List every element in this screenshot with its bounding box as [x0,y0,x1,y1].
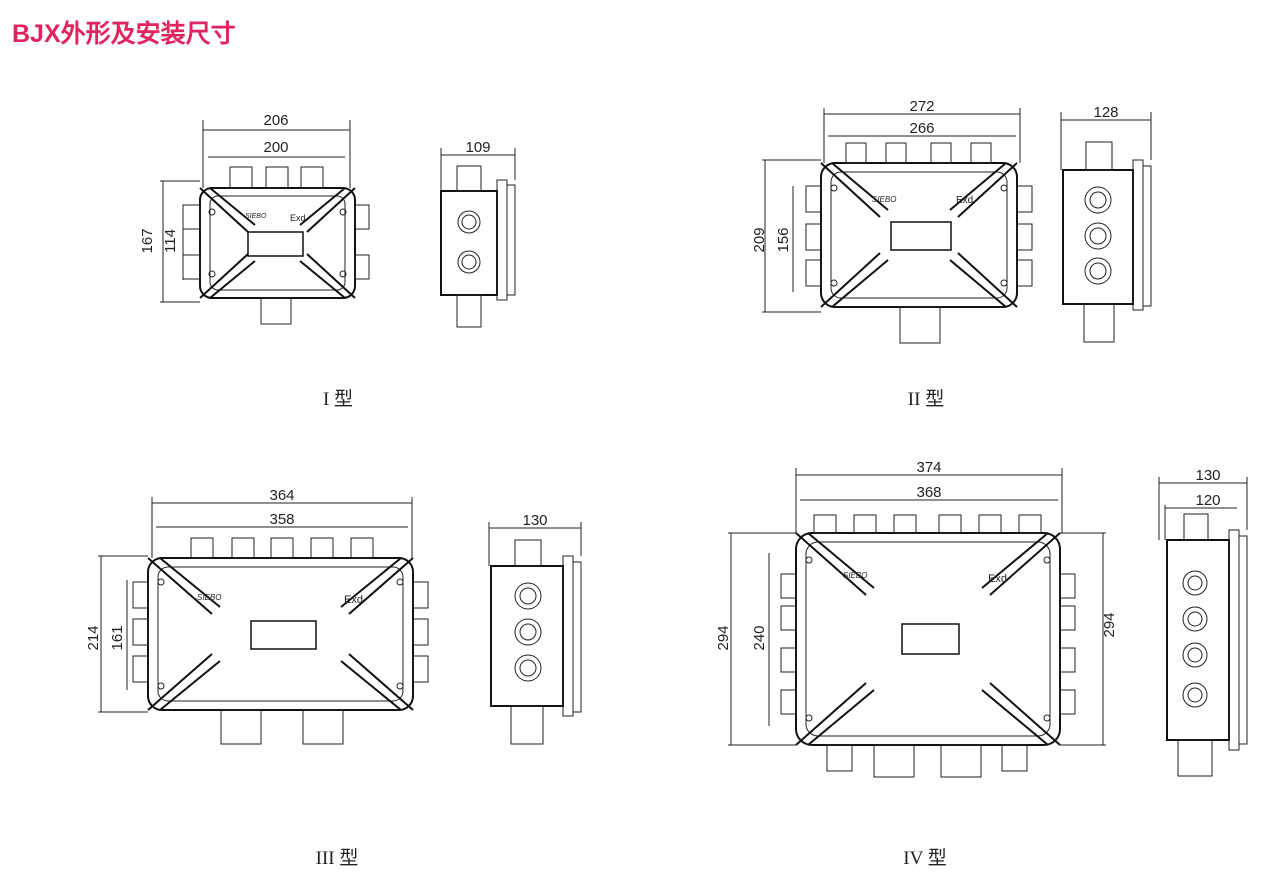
type-4-side-view: 130 120 [1158,467,1248,777]
type-4-inner-depth: 120 [1195,492,1220,509]
type-1-side-view: 109 [440,139,516,328]
type-3-front-view: SIEBO Exd 364 358 214 161 [85,487,429,745]
type-4-outer-height: 294 [715,625,732,650]
brand-logo: SIEBO [245,213,267,220]
type-2-front-view: SIEBO Exd 272 266 209 156 [751,98,1033,344]
exd-mark: Exd [988,573,1007,585]
type-3-inner-height: 161 [109,625,126,650]
exd-mark: Exd [956,195,973,206]
type-2-side-view: 128 [1060,104,1152,343]
brand-logo: SIEBO [843,571,867,580]
exd-mark: Exd [290,213,306,223]
type-1-inner-width: 200 [263,139,288,156]
type-2-caption: II 型 [908,388,944,410]
type-1-inner-height: 114 [162,229,179,253]
type-4-depth: 130 [1195,467,1220,484]
type-2-depth: 128 [1093,104,1118,121]
type-2-outer-height: 209 [751,227,768,252]
type-4-right-height: 294 [1101,612,1118,637]
type-4-outer-width: 374 [916,459,941,476]
type-4-inner-width: 368 [916,484,941,501]
type-1-caption: I 型 [323,388,353,410]
type-1-outer-height: 167 [139,228,156,253]
type-4-front-view: SIEBO Exd 374 368 294 240 294 [715,459,1118,778]
type-3-outer-width: 364 [269,487,294,504]
type-4-inner-height: 240 [751,625,768,650]
type-1-depth: 109 [465,139,490,156]
page-title: BJX外形及安装尺寸 [12,20,236,48]
type-3-outer-height: 214 [85,625,102,650]
type-3-caption: III 型 [316,847,359,869]
brand-logo: SIEBO [197,593,221,602]
brand-logo: SIEBO [872,195,896,204]
type-1-front-view: SIEBO Exd 206 200 167 114 [139,112,370,325]
exd-mark: Exd [344,594,363,606]
type-2-outer-width: 272 [909,98,934,115]
type-3-inner-width: 358 [269,511,294,528]
type-3-side-view: 130 [488,512,582,745]
type-1-outer-width: 206 [263,112,288,129]
type-2-inner-width: 266 [909,120,934,137]
type-2-inner-height: 156 [775,227,792,252]
type-3-depth: 130 [522,512,547,529]
type-4-caption: IV 型 [903,847,946,869]
